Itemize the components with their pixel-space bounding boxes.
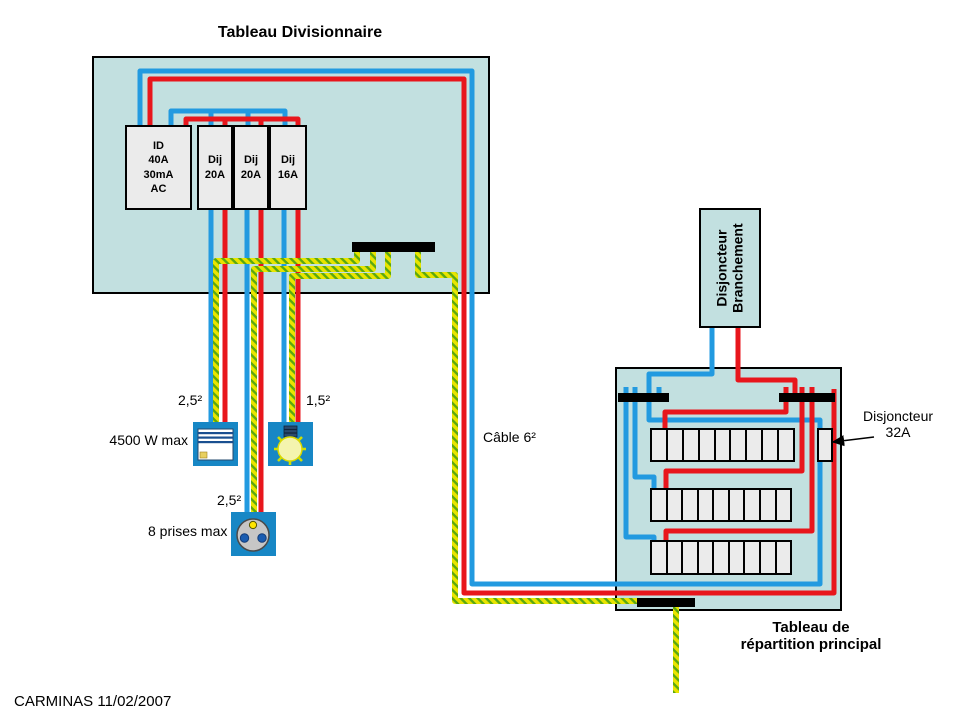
circuit2-section-label: 1,5² xyxy=(306,392,331,408)
circuit1-section-label: 2,5² xyxy=(178,392,203,408)
module-cell xyxy=(745,490,761,520)
module-cell xyxy=(668,430,684,460)
module-cell xyxy=(652,542,668,573)
earth-wires xyxy=(213,250,679,693)
module-cell xyxy=(761,490,777,520)
module-row-2 xyxy=(650,488,792,522)
module-row-3 xyxy=(650,540,792,575)
disjoncteur-branchement-box: Disjoncteur Branchement xyxy=(699,208,761,328)
earth-bus-bar-divisionnaire xyxy=(352,242,435,252)
module-cell xyxy=(652,430,668,460)
module-row-1 xyxy=(650,428,795,462)
lamp-icon xyxy=(268,422,313,466)
disjoncteur-32a-module xyxy=(817,428,833,462)
breaker-label: Dij 20A xyxy=(204,154,226,181)
module-cell xyxy=(683,490,699,520)
heater-icon xyxy=(193,422,238,466)
module-cell xyxy=(668,542,684,573)
phase-bus-bar xyxy=(779,393,835,402)
module-cell xyxy=(714,490,730,520)
module-cell xyxy=(745,542,761,573)
module-cell xyxy=(761,542,777,573)
breaker-dij-20a-2: Dij 20A xyxy=(233,125,269,210)
disjoncteur-branchement-label: Disjoncteur Branchement xyxy=(713,223,746,313)
module-cell xyxy=(730,490,746,520)
neutral-bus-bar xyxy=(618,393,669,402)
divisionnaire-title: Tableau Divisionnaire xyxy=(217,24,383,41)
heater-load-label: 4500 W max xyxy=(109,432,188,448)
breaker-label: ID 40A 30mA AC xyxy=(143,139,174,195)
module-cell xyxy=(668,490,684,520)
main-panel-title: Tableau de répartition principal xyxy=(740,619,882,653)
module-cell xyxy=(714,542,730,573)
module-cell xyxy=(699,490,715,520)
module-cell xyxy=(652,490,668,520)
module-cell xyxy=(763,430,780,460)
breaker-label: Dij 20A xyxy=(240,154,262,181)
module-cell xyxy=(730,542,746,573)
module-cell xyxy=(699,542,715,573)
module-cell xyxy=(777,542,791,573)
circuit3-section-label: 2,5² xyxy=(217,492,242,508)
module-cell xyxy=(684,430,700,460)
module-cell xyxy=(747,430,764,460)
module-cell xyxy=(779,430,793,460)
module-cell xyxy=(731,430,748,460)
disjoncteur-32a-callout: Disjoncteur 32A xyxy=(862,408,934,440)
socket-load-label: 8 prises max xyxy=(148,523,228,539)
module-cell xyxy=(777,490,791,520)
cable-label: Câble 6² xyxy=(483,429,536,445)
breaker-id-40a: ID 40A 30mA AC xyxy=(125,125,192,210)
breaker-label: Dij 16A xyxy=(277,154,299,181)
callout-arrow xyxy=(831,435,875,447)
red-wires xyxy=(147,76,837,596)
module-cell xyxy=(716,430,732,460)
earth-bus-bar-main xyxy=(637,598,695,607)
module-cell xyxy=(700,430,716,460)
socket-icon xyxy=(231,512,276,556)
breaker-dij-20a-1: Dij 20A xyxy=(197,125,233,210)
module-cell xyxy=(683,542,699,573)
breaker-dij-16a: Dij 16A xyxy=(269,125,307,210)
signature: CARMINAS 11/02/2007 xyxy=(14,693,172,710)
